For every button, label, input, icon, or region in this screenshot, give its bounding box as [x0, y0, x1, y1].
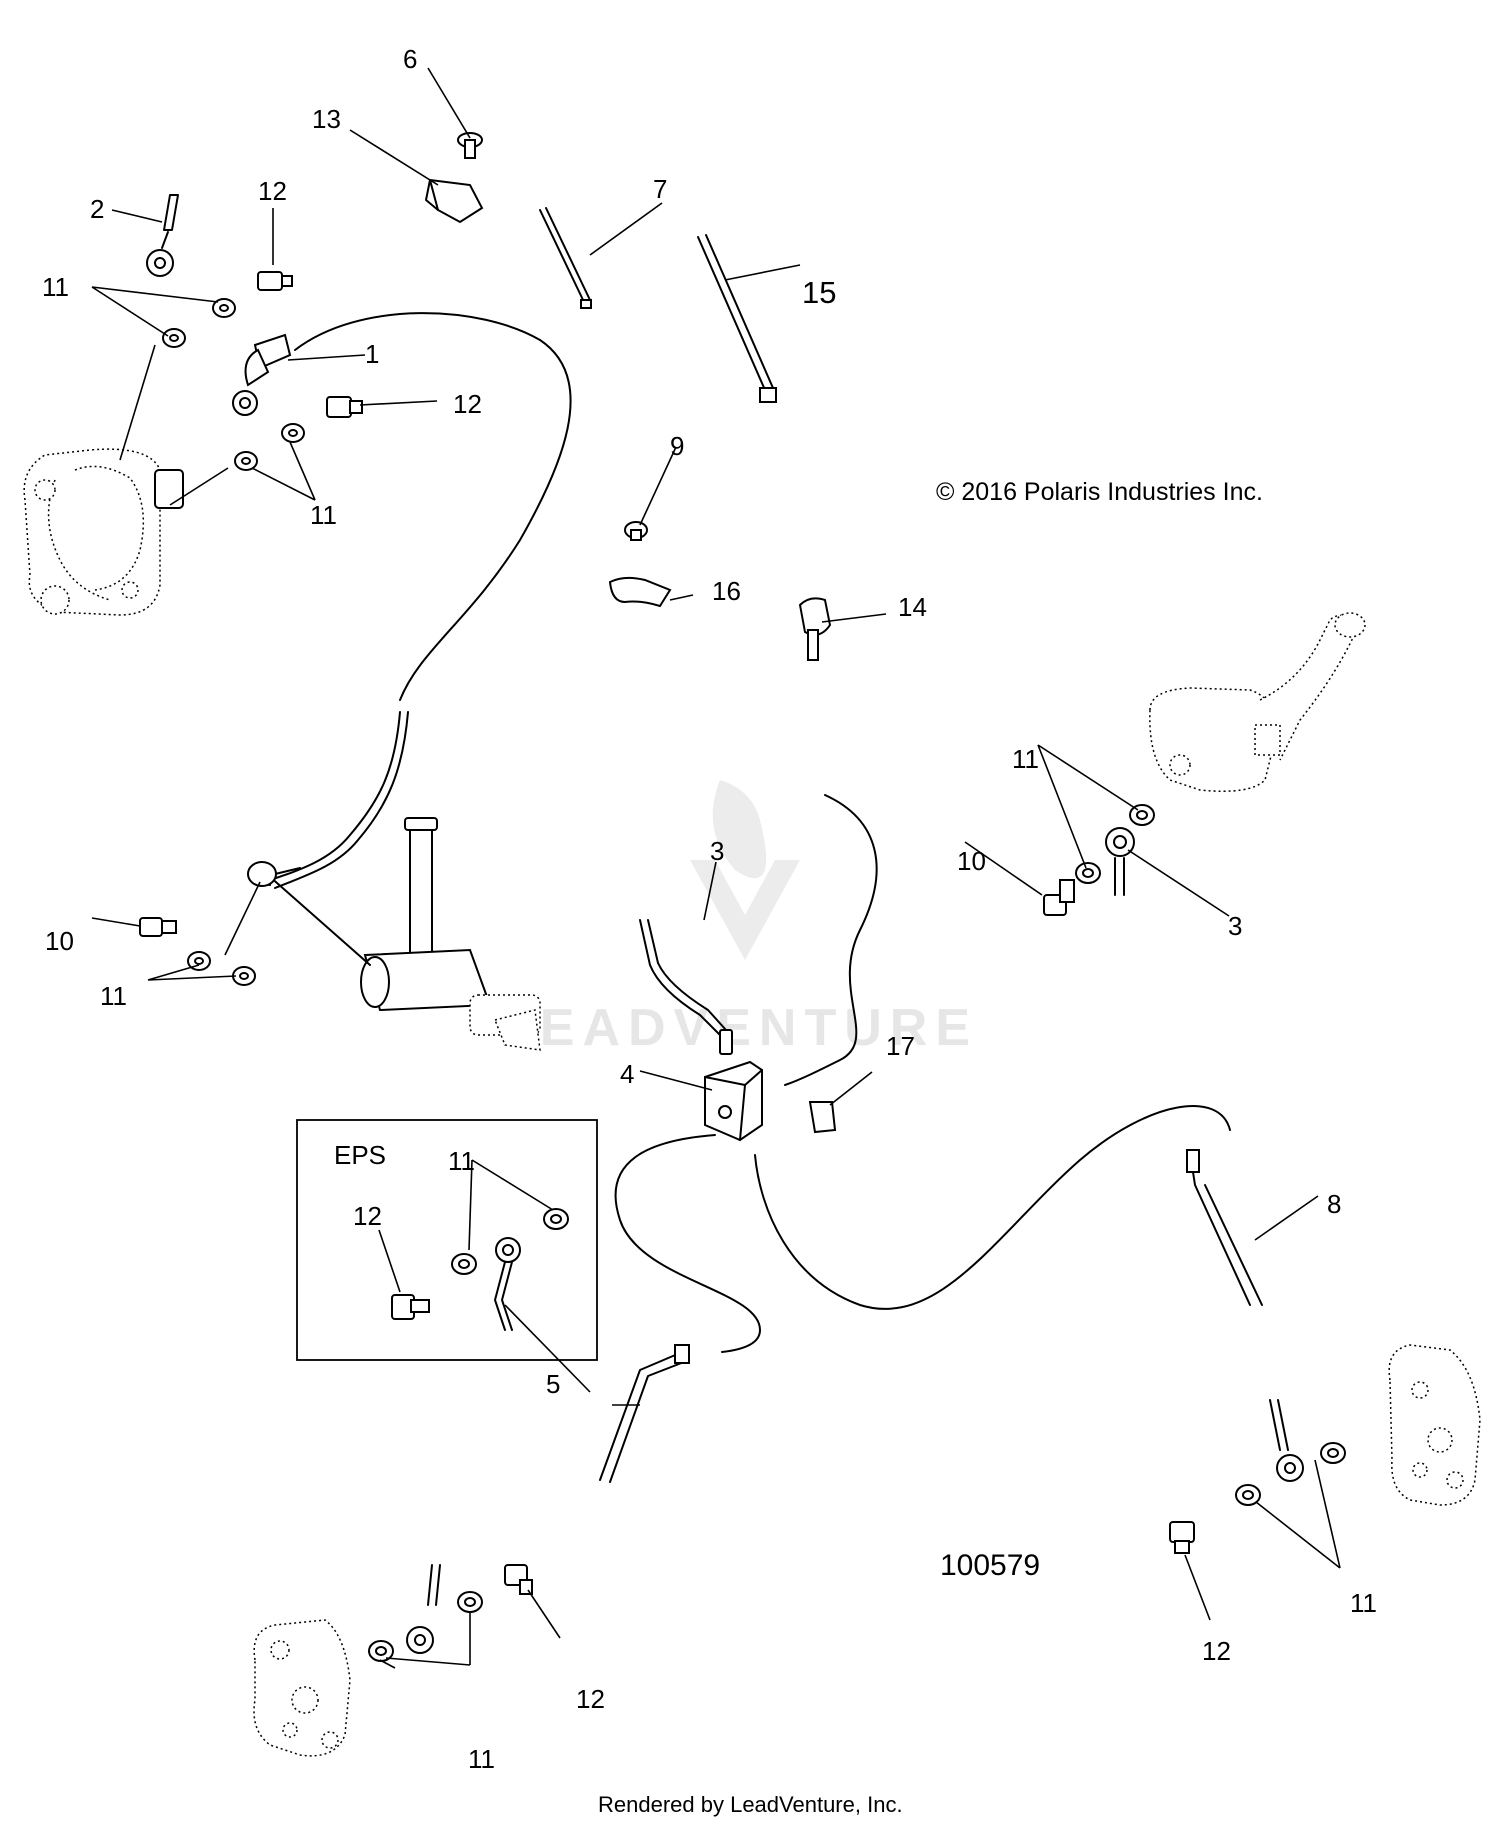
brake-line-8	[754, 1105, 1231, 1310]
label-12-rear-left: 12	[576, 1684, 605, 1714]
label-9: 9	[670, 431, 684, 461]
label-5: 5	[546, 1369, 560, 1399]
part-9-screw	[624, 521, 648, 541]
part-7-cable-tie	[539, 207, 592, 309]
part-10-bolt-left	[139, 917, 177, 937]
label-12-top: 12	[258, 176, 287, 206]
front-left-caliper	[23, 448, 184, 616]
label-3-upper: 3	[710, 836, 724, 866]
label-11-caliper: 11	[310, 500, 337, 530]
handlebar-master-cylinder	[1149, 612, 1366, 792]
label-11-top: 11	[42, 272, 69, 302]
part-3-banjo	[1105, 827, 1135, 896]
label-15: 15	[802, 275, 836, 310]
part-12-bolt-mid	[326, 396, 363, 418]
copyright: © 2016 Polaris Industries Inc.	[936, 478, 1263, 506]
label-17: 17	[886, 1031, 915, 1061]
label-1: 1	[365, 339, 379, 369]
part-2-brake-line-end	[146, 194, 179, 277]
brake-line-4-upper	[784, 794, 878, 1086]
label-11-right: 11	[1012, 744, 1039, 774]
label-12-mid: 12	[453, 389, 482, 419]
leader-lines	[91, 67, 1341, 1669]
part-8-brake-line-end	[1186, 1149, 1263, 1306]
rear-left-caliper	[253, 1619, 351, 1757]
label-7: 7	[653, 174, 667, 204]
brake-line-4-left	[614, 1134, 761, 1353]
part-1-banjo-fitting	[232, 333, 292, 416]
label-12-rear-right: 12	[1202, 1636, 1231, 1666]
label-11-rear-left: 11	[468, 1744, 495, 1774]
part-12-bolt-top	[257, 271, 293, 291]
label-11-eps: 11	[448, 1146, 475, 1176]
part-10-bolt-right	[1043, 879, 1075, 916]
part-17-bolt	[808, 1101, 837, 1134]
callout-labels: 6 13 7 2 12 15 11 1 12 9 © 2016 Polaris …	[42, 44, 1377, 1774]
watermark: LEADVENTURE	[500, 780, 978, 1057]
label-10-right: 10	[957, 846, 986, 876]
part-15-cable-tie	[697, 234, 777, 403]
part-5-brake-line-end	[599, 1344, 690, 1483]
label-12-eps: 12	[353, 1201, 382, 1231]
eps-inset: EPS	[296, 1119, 598, 1361]
label-13: 13	[312, 104, 341, 134]
label-11-rear-right: 11	[1350, 1588, 1377, 1618]
label-16: 16	[712, 576, 741, 606]
rear-right-caliper	[1388, 1344, 1481, 1506]
part-3-brake-line	[639, 919, 733, 1055]
label-4: 4	[620, 1059, 634, 1089]
label-14: 14	[898, 592, 927, 622]
rear-right-banjo	[1169, 1399, 1304, 1554]
part-13-clip	[425, 178, 484, 224]
rear-left-banjo	[406, 1564, 533, 1654]
reference-number: 100579	[940, 1549, 1040, 1582]
label-2: 2	[90, 194, 104, 224]
master-cylinder	[247, 817, 541, 1051]
part-6-screw	[457, 132, 483, 159]
part-16-clamp	[608, 576, 672, 608]
part-4-junction-block	[704, 1060, 763, 1142]
inset-title: EPS	[334, 1140, 386, 1170]
washers-11	[162, 298, 1346, 1662]
label-11-left: 11	[100, 981, 127, 1011]
label-3-right: 3	[1228, 911, 1242, 941]
label-6: 6	[403, 44, 417, 74]
label-10-left: 10	[45, 926, 74, 956]
watermark-text: LEADVENTURE	[500, 999, 978, 1057]
brake-line-1	[249, 312, 572, 889]
part-14-clip	[798, 597, 832, 661]
label-8: 8	[1327, 1189, 1341, 1219]
footer-credit: Rendered by LeadVenture, Inc.	[598, 1792, 903, 1817]
